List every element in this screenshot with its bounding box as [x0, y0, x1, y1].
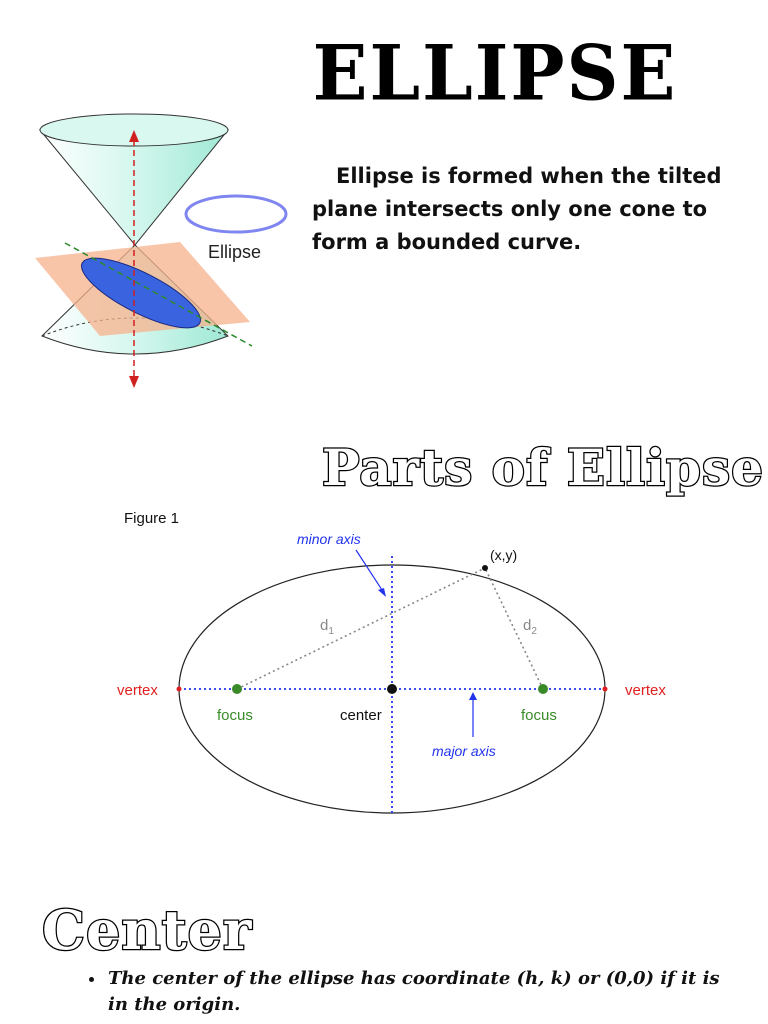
d1-label: d1	[320, 617, 334, 637]
center-bullet-list: The center of the ellipse has coordinate…	[88, 966, 728, 1018]
parts-heading: Parts of Ellipse	[321, 437, 764, 499]
vertex-right-label: vertex	[625, 682, 666, 699]
plane-axis-line	[64, 242, 253, 347]
d1-line	[236, 567, 486, 690]
focus-left-label: focus	[217, 707, 253, 724]
center-point	[387, 684, 397, 694]
focus-right-label: focus	[521, 707, 557, 724]
parts-of-ellipse-figure: Figure 1 minor axis (x,y) d1 d2 vertex v…	[117, 510, 666, 814]
major-axis-arrowhead-icon	[469, 692, 477, 700]
center-label: center	[340, 707, 382, 724]
intro-paragraph: Ellipse is formed when the tilted plane …	[312, 164, 722, 254]
vertex-right-point	[602, 686, 608, 692]
vertex-left-label: vertex	[117, 682, 158, 699]
double-cone-illustration: Ellipse	[35, 113, 288, 388]
major-axis-label: major axis	[432, 743, 496, 759]
ellipse-label: Ellipse	[208, 242, 261, 262]
ellipse-icon	[184, 194, 288, 234]
page-title: ELLIPSE	[312, 27, 678, 118]
minor-axis-label: minor axis	[297, 531, 361, 547]
minor-axis-arrowhead-icon	[378, 588, 386, 597]
focus-left-point	[232, 684, 242, 694]
vertex-left-point	[176, 686, 182, 692]
figure-caption: Figure 1	[124, 510, 179, 527]
intersection-ellipse	[80, 257, 202, 329]
point-xy	[482, 565, 488, 571]
center-heading: Center	[41, 897, 253, 964]
point-label: (x,y)	[490, 547, 517, 563]
arrow-up-icon	[129, 130, 139, 142]
d2-label: d2	[523, 617, 537, 637]
minor-axis-arrow	[355, 549, 385, 594]
focus-right-point	[538, 684, 548, 694]
arrow-down-icon	[129, 376, 139, 388]
d2-line	[484, 567, 544, 690]
center-bullet-item: The center of the ellipse has coordinate…	[106, 966, 728, 1018]
